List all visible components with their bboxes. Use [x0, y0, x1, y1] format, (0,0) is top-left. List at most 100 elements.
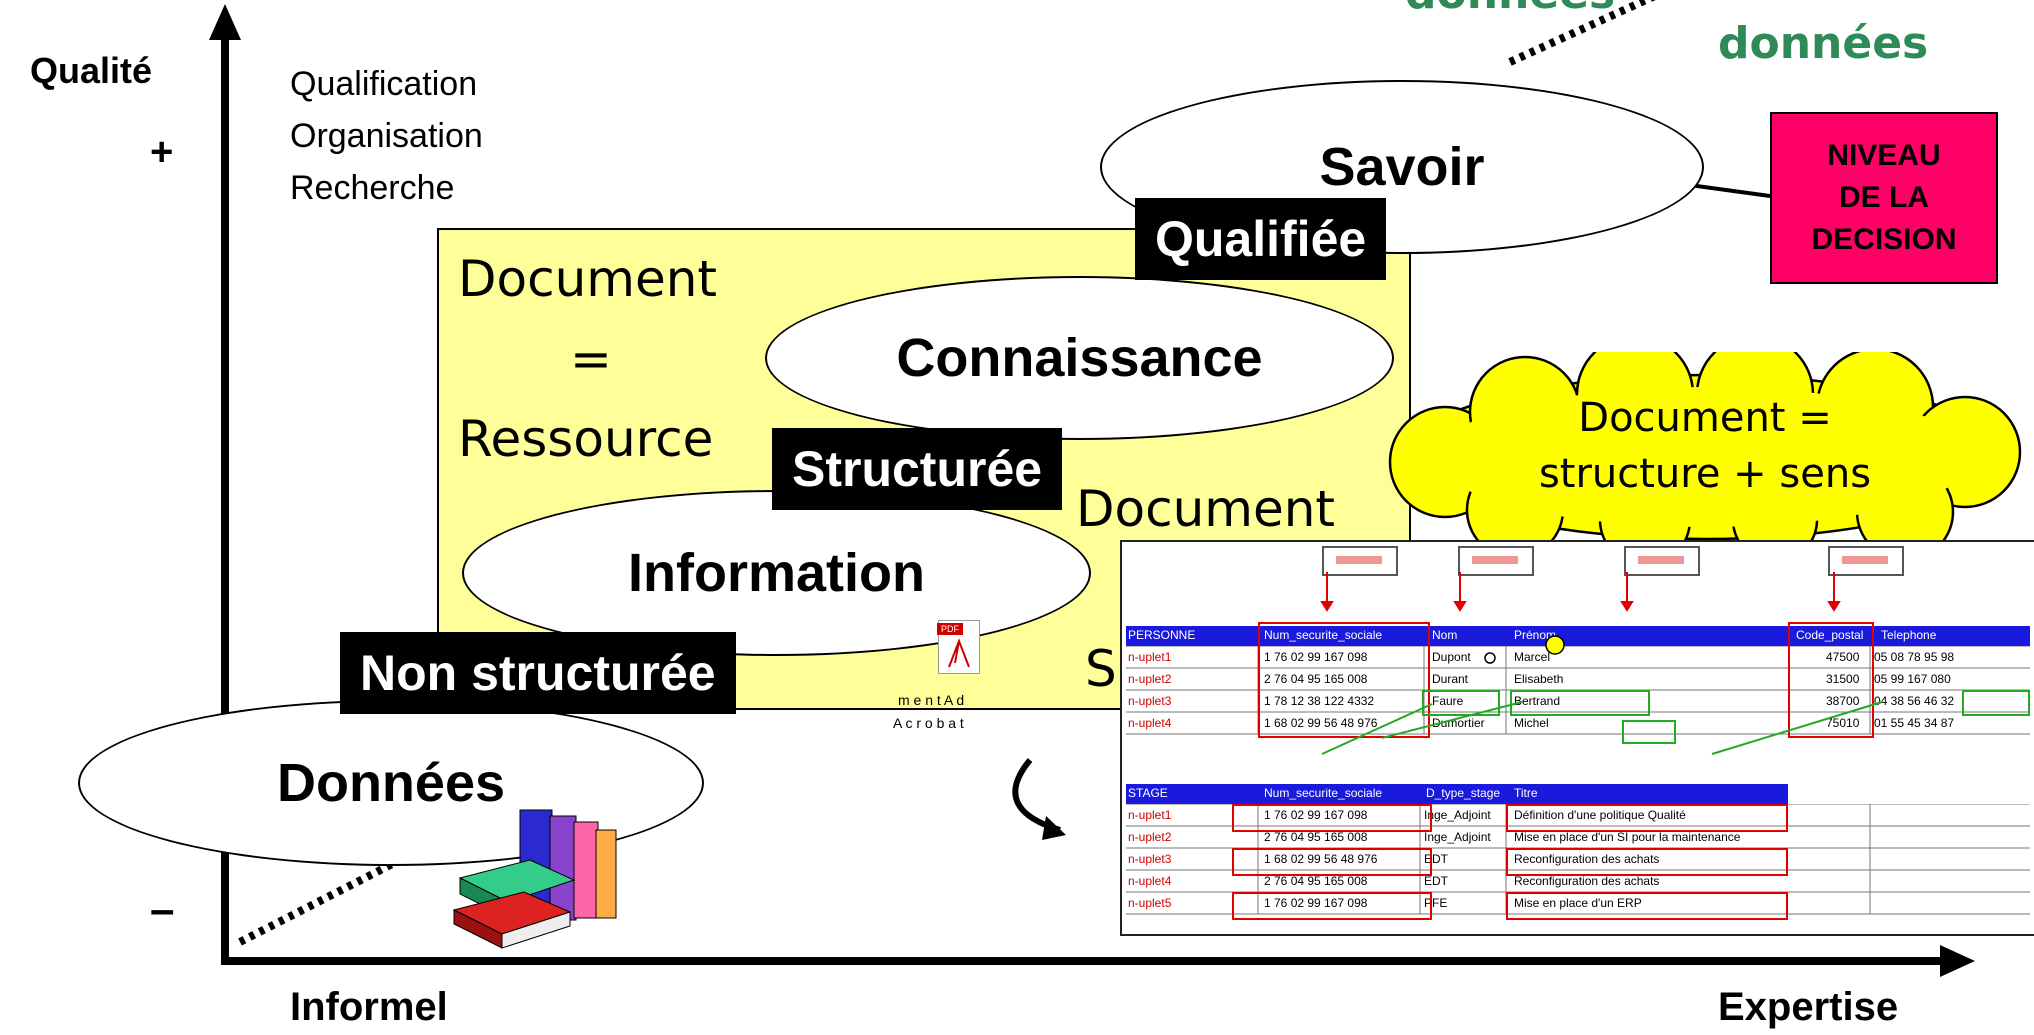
document-partial-label: Document — [1076, 480, 1336, 538]
row-id: n-uplet2 — [1128, 672, 1172, 686]
row-id: n-uplet1 — [1128, 650, 1172, 664]
decision-box: NIVEAU DE LA DECISION — [1770, 112, 1998, 284]
cell: 1 76 02 99 167 098 — [1264, 896, 1368, 910]
key-highlight — [1232, 892, 1432, 920]
header-cell: STAGE — [1128, 786, 1168, 800]
cell: 1 78 12 38 122 4332 — [1264, 694, 1375, 708]
cell: 1 68 02 99 56 48 976 — [1264, 716, 1378, 730]
cloud-shape — [1388, 352, 2022, 562]
connaissance-ellipse: Connaissance — [765, 276, 1394, 440]
cell: 05 99 167 080 — [1874, 672, 1951, 686]
non-structuree-label: Non structurée — [340, 632, 736, 714]
cell: Dumortier — [1432, 716, 1485, 730]
cell: Durant — [1432, 672, 1469, 686]
value-highlight — [1510, 690, 1650, 716]
decision-line: DE LA — [1839, 181, 1929, 214]
cell: PFE — [1424, 896, 1448, 910]
personne-grid — [1126, 646, 2030, 735]
header-cell: Telephone — [1881, 628, 1937, 642]
field-label-box — [1828, 546, 1904, 576]
y-plus-marker: + — [150, 130, 174, 174]
donnees-label: Données — [276, 753, 506, 813]
field-label-box — [1624, 546, 1700, 576]
cell: 38700 — [1826, 694, 1860, 708]
information-ellipse: Information — [462, 490, 1091, 656]
header-cell: Num_securite_sociale — [1264, 628, 1383, 642]
field-arrows — [1320, 572, 1841, 612]
document-line2: = — [570, 330, 612, 388]
cell: Reconfiguration des achats — [1514, 852, 1660, 866]
y-axis-label: Qualité — [30, 50, 153, 91]
link-lines — [1321, 635, 1883, 755]
row-id: n-uplet4 — [1128, 716, 1172, 730]
key-highlight — [1232, 804, 1432, 832]
key-highlight — [1506, 892, 1788, 920]
cloud-line: Document = — [1578, 395, 1832, 441]
row-id: n-uplet5 — [1128, 896, 1172, 910]
cell: Mise en place d'un ERP — [1514, 896, 1642, 910]
row-id: n-uplet4 — [1128, 874, 1172, 888]
pdf-icon: PDF — [937, 620, 980, 674]
cell: Dupont — [1432, 650, 1471, 664]
structuree-label: Structurée — [772, 428, 1063, 510]
connaissance-label: Connaissance — [896, 328, 1263, 388]
value-highlight — [1422, 690, 1500, 716]
header-cell: Prénom — [1514, 628, 1557, 642]
key-highlight — [1788, 622, 1874, 738]
decision-line: DECISION — [1811, 223, 1957, 256]
value-highlight — [1962, 690, 2030, 716]
cell: 2 76 04 95 165 008 — [1264, 672, 1368, 686]
header-cell: Nom — [1432, 628, 1458, 642]
cell: Inge_Adjoint — [1424, 808, 1491, 822]
cell: 2 76 04 95 165 008 — [1264, 830, 1368, 844]
row-id: n-uplet3 — [1128, 694, 1172, 708]
key-highlight — [1232, 848, 1432, 876]
field-label-box — [1458, 546, 1534, 576]
qualifiee-label: Qualifiée — [1135, 198, 1387, 280]
value-highlight — [1622, 720, 1676, 744]
books-icon — [452, 809, 617, 949]
header-cell: PERSONNE — [1128, 628, 1196, 642]
process-item: Organisation — [290, 117, 483, 155]
cloud-line: structure + sens — [1538, 451, 1872, 497]
x-axis-left-label: Informel — [290, 985, 448, 1029]
top-donnees-partial: données — [1405, 0, 1615, 19]
cell: 2 76 04 95 165 008 — [1264, 874, 1368, 888]
document-partial-s: S — [1085, 640, 1117, 698]
cell: 05 08 78 95 98 — [1874, 650, 1955, 664]
database-tables: PERSONNE Num_securite_sociale Nom Prénom… — [1120, 540, 2034, 936]
acrobat-line1: m e n t A d — [898, 692, 965, 708]
cell: Michel — [1514, 716, 1549, 730]
cell: 01 55 45 34 87 — [1874, 716, 1955, 730]
y-minus-marker: – — [150, 885, 175, 934]
x-axis-right-label: Expertise — [1718, 985, 1899, 1029]
cell: Marcel — [1514, 650, 1551, 664]
key-highlight — [1258, 622, 1430, 738]
information-label: Information — [628, 543, 925, 603]
process-item: Qualification — [290, 65, 478, 103]
key-highlight — [1506, 804, 1788, 832]
cell: 1 68 02 99 56 48 976 — [1264, 852, 1378, 866]
cell: 47500 — [1826, 650, 1860, 664]
cell: 04 38 56 46 32 — [1874, 694, 1955, 708]
cell: Faure — [1432, 694, 1464, 708]
key-highlight — [1506, 848, 1788, 876]
document-line3: Ressource — [458, 410, 714, 468]
cell: 1 76 02 99 167 098 — [1264, 808, 1368, 822]
header-cell: Num_securite_sociale — [1264, 786, 1383, 800]
cell: Bertrand — [1514, 694, 1561, 708]
cell: 31500 — [1826, 672, 1860, 686]
process-list: Qualification Organisation Recherche — [290, 58, 483, 214]
cell: Mise en place d'un SI pour la maintenanc… — [1514, 830, 1741, 844]
process-item: Recherche — [290, 169, 455, 207]
acrobat-line2: A c r o b a t — [893, 715, 964, 731]
cell: Reconfiguration des achats — [1514, 874, 1660, 888]
cell: Elisabeth — [1514, 672, 1564, 686]
row-id: n-uplet1 — [1128, 808, 1172, 822]
header-cell: Titre — [1514, 786, 1538, 800]
top-donnees-label: données — [1718, 18, 1929, 69]
personne-header-row: PERSONNE Num_securite_sociale Nom Prénom… — [1126, 626, 2030, 646]
field-label-box — [1322, 546, 1398, 576]
row-id: n-uplet2 — [1128, 830, 1172, 844]
cell: Définition d'une politique Qualité — [1514, 808, 1686, 822]
